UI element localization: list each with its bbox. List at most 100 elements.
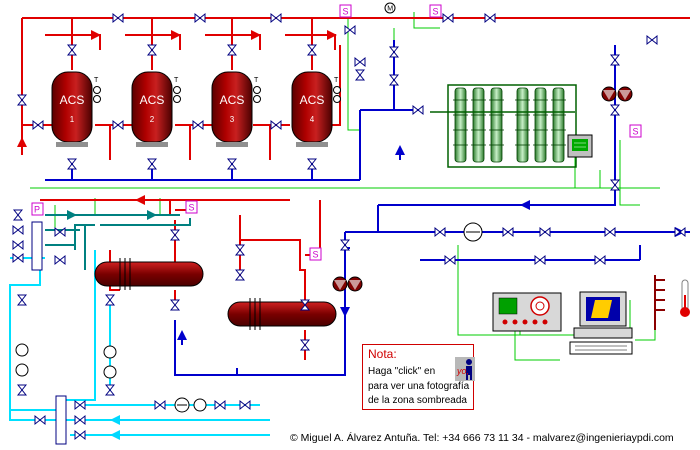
valve-icon[interactable] — [74, 429, 86, 441]
valve-icon[interactable] — [16, 94, 28, 106]
pump-pair-center[interactable] — [332, 276, 363, 292]
computer-workstation[interactable] — [569, 291, 633, 355]
valve-icon[interactable] — [54, 226, 66, 238]
signal-lines — [30, 12, 660, 361]
valve-icon[interactable] — [214, 399, 226, 411]
valve-icon[interactable] — [104, 294, 116, 306]
note-yo-link[interactable]: yo, — [457, 366, 470, 376]
valve-icon[interactable] — [609, 104, 621, 116]
valve-icon[interactable] — [484, 12, 496, 24]
valve-icon[interactable] — [354, 69, 366, 81]
valve-icon[interactable] — [270, 119, 282, 131]
valve-icon[interactable] — [646, 34, 658, 46]
valve-icon[interactable] — [12, 224, 24, 236]
pump-bottom-left — [15, 343, 207, 412]
outdoor-sensor-icon — [654, 275, 665, 330]
motor-marker-label: M — [387, 6, 393, 13]
heat-exchanger-2[interactable] — [227, 298, 337, 330]
valve-icon[interactable] — [270, 12, 282, 24]
valve-icon[interactable] — [354, 56, 366, 68]
valve-icon[interactable] — [306, 44, 318, 56]
thermostat-marker-label: T — [94, 77, 99, 84]
sensor-marker-label: S — [189, 203, 195, 213]
sensor-marker-label: S — [633, 127, 639, 137]
valve-icon[interactable] — [194, 12, 206, 24]
valve-icon[interactable] — [434, 226, 446, 238]
valve-icon[interactable] — [609, 54, 621, 66]
valve-icon[interactable] — [412, 104, 424, 116]
valve-icon[interactable] — [154, 399, 166, 411]
sensor-marker-label: S — [343, 7, 349, 17]
valve-icon[interactable] — [609, 179, 621, 191]
valve-icon[interactable] — [234, 244, 246, 256]
valve-icon[interactable] — [74, 399, 86, 411]
valve-icon[interactable] — [112, 12, 124, 24]
valve-icon[interactable] — [16, 294, 28, 306]
valve-icon[interactable] — [442, 12, 454, 24]
valve-icon[interactable] — [12, 252, 24, 264]
valve-icon[interactable] — [146, 158, 158, 170]
sensor-markers: S S S S S P M — [31, 2, 642, 261]
valve-icon[interactable] — [34, 414, 46, 426]
valve-icon[interactable] — [534, 254, 546, 266]
valve-icon[interactable] — [239, 399, 251, 411]
valve-icon[interactable] — [344, 24, 356, 36]
valve-icon[interactable] — [66, 158, 78, 170]
valve-icon[interactable] — [169, 229, 181, 241]
tank-number: 2 — [150, 115, 155, 124]
valve-icon[interactable] — [388, 46, 400, 58]
pump-pair-right[interactable] — [601, 86, 633, 102]
photo-link-person-icon[interactable] — [455, 357, 475, 381]
valve-icon[interactable] — [32, 119, 44, 131]
copyright-footer: © Miguel A. Álvarez Antuña. Tel: +34 666… — [290, 431, 674, 444]
cold-flow-arrows — [110, 415, 130, 440]
valve-icon[interactable] — [192, 119, 204, 131]
valve-icon[interactable] — [299, 299, 311, 311]
heat-exchanger-1[interactable] — [94, 258, 204, 290]
valve-icon[interactable] — [604, 226, 616, 238]
valve-icon[interactable] — [339, 239, 351, 251]
valve-icon[interactable] — [66, 44, 78, 56]
valve-icon[interactable] — [502, 226, 514, 238]
thermometer-icon — [680, 279, 690, 317]
valve-icon[interactable] — [226, 158, 238, 170]
valve-icon[interactable] — [226, 44, 238, 56]
valve-icon[interactable] — [674, 226, 686, 238]
controller-panel[interactable] — [492, 292, 562, 332]
thermostat-marker-label: T — [254, 77, 259, 84]
valve-icon[interactable] — [12, 239, 24, 251]
valve-icon[interactable] — [299, 339, 311, 351]
valve-icon[interactable] — [539, 226, 551, 238]
filter-column-bank — [430, 84, 577, 168]
valve-icon[interactable] — [54, 254, 66, 266]
valve-icon[interactable] — [234, 269, 246, 281]
note-box: Nota: Haga "click" en yo, para ver una f… — [362, 344, 475, 410]
tank-label: ACS — [140, 93, 165, 107]
valve-icon[interactable] — [12, 209, 24, 221]
pressure-marker-label: P — [34, 205, 40, 215]
valve-icon[interactable] — [444, 254, 456, 266]
valve-icon[interactable] — [104, 384, 116, 396]
valve-icon[interactable] — [388, 74, 400, 86]
tank-label: ACS — [300, 93, 325, 107]
tank-number: 3 — [230, 115, 235, 124]
valve-icon[interactable] — [594, 254, 606, 266]
valve-icon[interactable] — [16, 384, 28, 396]
valve-icon[interactable] — [112, 119, 124, 131]
valve-icon[interactable] — [146, 44, 158, 56]
valve-icon[interactable] — [306, 158, 318, 170]
valve-icon[interactable] — [74, 414, 86, 426]
cold-water-lines — [9, 250, 270, 436]
filter-column — [472, 87, 485, 163]
flow-meter-bottom — [174, 397, 190, 413]
valve-icon[interactable] — [169, 299, 181, 311]
small-monitor[interactable] — [567, 134, 593, 158]
sensor-marker-label: S — [313, 250, 319, 260]
